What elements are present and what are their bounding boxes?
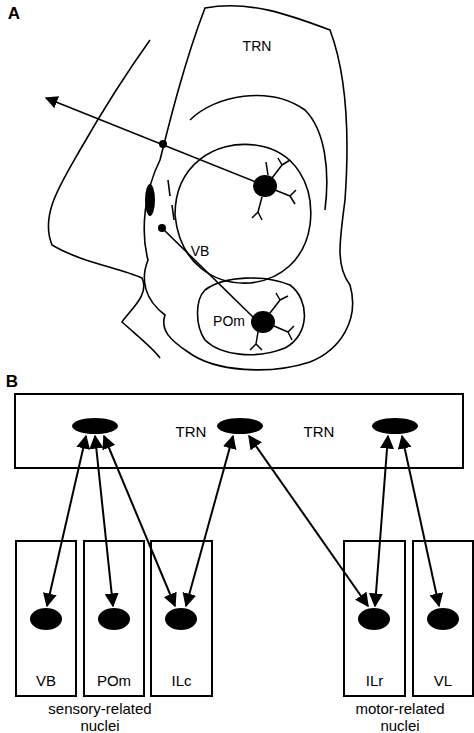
- region-label: POm: [204, 313, 254, 330]
- nucleus-name: POm: [85, 672, 143, 689]
- trn-terminal-field: [145, 184, 155, 216]
- neuron-oval: [358, 608, 390, 630]
- panel-letter: A: [4, 5, 24, 22]
- terminal-dot: [159, 140, 167, 148]
- projection-arrow: [46, 98, 256, 182]
- nucleus-name: ILr: [345, 672, 404, 689]
- neuron-oval: [72, 418, 118, 434]
- projection-arrow: [186, 436, 233, 606]
- nucleus-box: ILc: [150, 540, 213, 697]
- projection-arrow: [95, 436, 113, 606]
- projection-arrow: [375, 436, 388, 606]
- region-label: TRN: [232, 38, 282, 55]
- nucleus-band: TRN TRN: [14, 393, 464, 469]
- group-label: sensory-related nuclei: [40, 700, 160, 733]
- pom-outline: [198, 278, 305, 355]
- neuron-oval: [30, 608, 62, 630]
- trn-outline: [144, 6, 352, 370]
- nucleus-name: ILc: [152, 672, 211, 689]
- nucleus-box: VL: [412, 540, 474, 697]
- vb-outline: [175, 144, 311, 283]
- nucleus-box: VB: [15, 540, 77, 697]
- neuron-oval: [217, 418, 263, 434]
- projection-arrow: [249, 436, 368, 606]
- neuron-oval: [165, 608, 197, 630]
- group-label: motor-related nuclei: [340, 700, 460, 733]
- nucleus-name: TRN: [156, 423, 226, 440]
- panel-letter: B: [2, 373, 22, 390]
- vb-neuron: [252, 158, 296, 220]
- neuron-oval: [98, 608, 130, 630]
- projection-arrow: [402, 436, 439, 606]
- projection-line: [162, 228, 254, 318]
- region-label: VB: [180, 243, 220, 260]
- projection-arrow: [104, 436, 175, 606]
- nucleus-name: VL: [414, 672, 472, 689]
- brain-outline: [48, 40, 160, 358]
- nucleus-box: POm: [83, 540, 145, 697]
- nucleus-name: VB: [17, 672, 75, 689]
- pom-neuron: [250, 293, 294, 350]
- nucleus-box: ILr: [343, 540, 406, 697]
- neuron-oval: [427, 608, 459, 630]
- terminal-dot: [158, 224, 166, 232]
- projection-arrow: [47, 436, 86, 606]
- neuron-oval: [372, 418, 418, 434]
- trn-lamina: [168, 180, 174, 220]
- nucleus-name: TRN: [284, 423, 354, 440]
